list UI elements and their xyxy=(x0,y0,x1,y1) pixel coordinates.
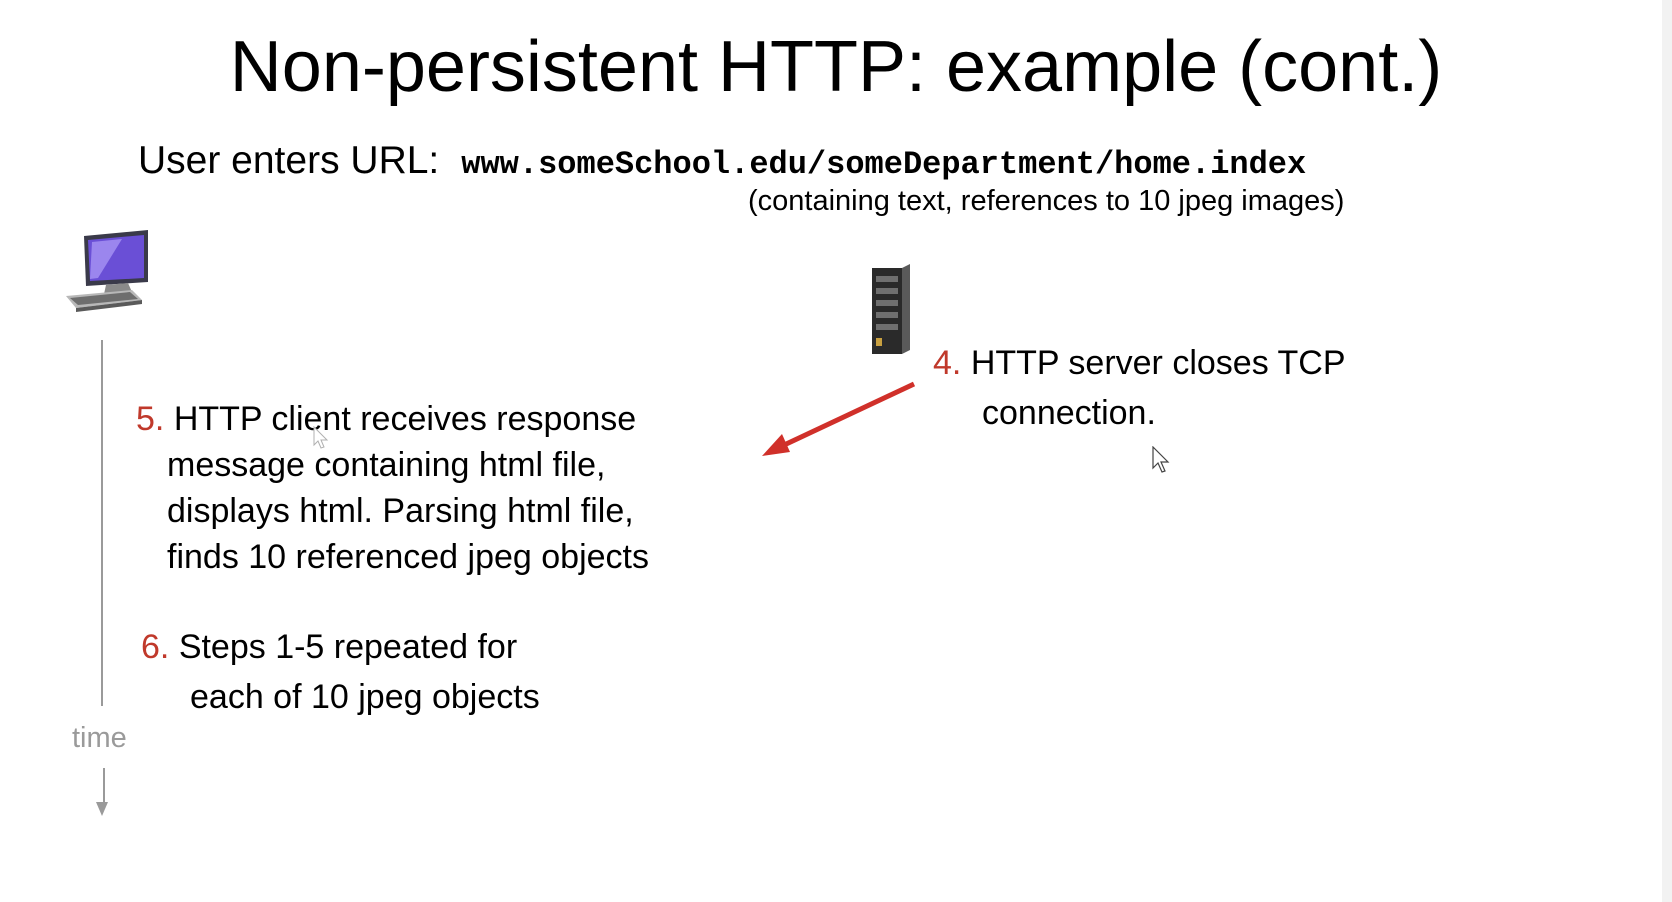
time-label: time xyxy=(72,722,127,754)
step-5-line-1: HTTP client receives response xyxy=(173,400,637,438)
step-5-number: 5. xyxy=(136,400,165,438)
step-4-line-2: connection. xyxy=(982,394,1156,432)
response-arrow xyxy=(762,381,916,456)
step-5-line-3: displays html. Parsing html file, xyxy=(167,492,634,530)
slide-title: Non-persistent HTTP: example (cont.) xyxy=(229,27,1443,107)
timeline-line xyxy=(101,340,103,706)
step-6: 6. Steps 1-5 repeated for xyxy=(141,624,517,670)
url-text: www.someSchool.edu/someDepartment/home.i… xyxy=(461,146,1307,183)
timeline-line-lower xyxy=(103,768,105,808)
timeline-arrow-icon xyxy=(96,802,108,816)
step-4: 4. HTTP server closes TCP xyxy=(933,340,1346,386)
step-6-number: 6. xyxy=(141,628,170,666)
step-5-line-2: message containing html file, xyxy=(167,446,606,484)
faint-cursor-icon xyxy=(313,426,329,449)
step-6-line-2: each of 10 jpeg objects xyxy=(190,678,540,716)
step-5: 5. HTTP client receives response xyxy=(136,396,636,442)
step-6-line-1: Steps 1-5 repeated for xyxy=(178,628,518,666)
mouse-pointer-icon xyxy=(1152,446,1170,473)
server-tower-icon xyxy=(872,264,910,354)
url-label: User enters URL: xyxy=(138,139,440,182)
desktop-computer-icon xyxy=(66,230,148,312)
step-4-number: 4. xyxy=(933,344,962,382)
step-4-line-1: HTTP server closes TCP xyxy=(970,344,1346,382)
window-edge xyxy=(1662,0,1672,902)
url-line: User enters URL: www.someSchool.edu/someD… xyxy=(138,138,1306,188)
step-5-line-4: finds 10 referenced jpeg objects xyxy=(167,538,649,576)
url-note: (containing text, references to 10 jpeg … xyxy=(748,185,1345,217)
